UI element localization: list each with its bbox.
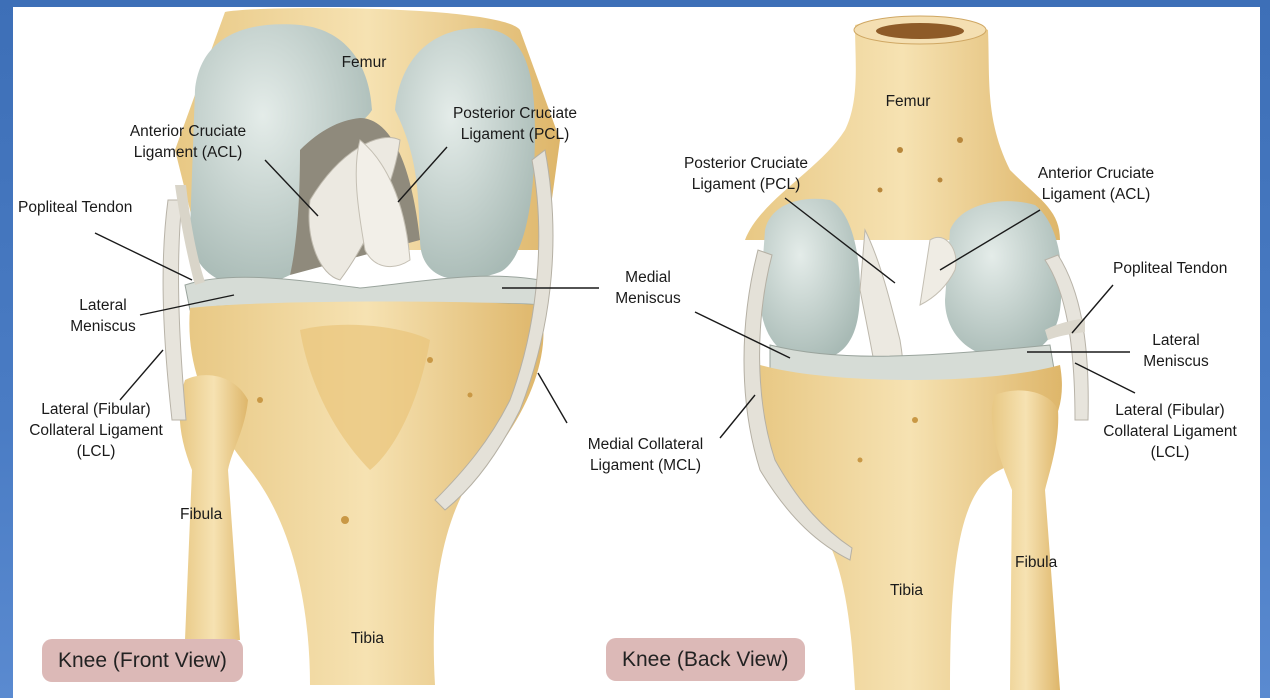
label-front-pcl-line1: Posterior Cruciate	[425, 103, 605, 124]
label-front-acl-line1: Anterior Cruciate	[103, 121, 273, 142]
label-front-fibula: Fibula	[180, 504, 222, 525]
label-front-lcl-line3: (LCL)	[16, 441, 176, 462]
label-front-mcl: Medial Collateral Ligament (MCL)	[568, 434, 723, 476]
label-back-lcl-line2: Collateral Ligament	[1090, 421, 1250, 442]
label-back-pcl: Posterior Cruciate Ligament (PCL)	[661, 153, 831, 195]
label-front-lateral-meniscus: Lateral Meniscus	[53, 295, 153, 337]
label-back-fibula: Fibula	[1015, 552, 1057, 573]
leader-front-mcl	[538, 373, 567, 423]
label-back-pcl-line1: Posterior Cruciate	[661, 153, 831, 174]
label-back-lateral-meniscus-line1: Lateral	[1131, 330, 1221, 351]
label-front-lcl-line2: Collateral Ligament	[16, 420, 176, 441]
label-back-lateral-meniscus: Lateral Meniscus	[1131, 330, 1221, 372]
label-front-femur: Femur	[334, 52, 394, 73]
label-front-lcl-line1: Lateral (Fibular)	[16, 399, 176, 420]
label-front-medial-meniscus-line2: Meniscus	[603, 288, 693, 309]
label-front-tibia: Tibia	[351, 628, 384, 649]
label-back-acl-line1: Anterior Cruciate	[1016, 163, 1176, 184]
label-front-mcl-line2: Ligament (MCL)	[568, 455, 723, 476]
label-front-acl: Anterior Cruciate Ligament (ACL)	[103, 121, 273, 163]
label-front-pcl: Posterior Cruciate Ligament (PCL)	[425, 103, 605, 145]
label-front-lcl: Lateral (Fibular) Collateral Ligament (L…	[16, 399, 176, 462]
label-front-medial-meniscus: Medial Meniscus	[603, 267, 693, 309]
slide: Femur Anterior Cruciate Ligament (ACL) P…	[13, 7, 1260, 698]
label-front-acl-line2: Ligament (ACL)	[103, 142, 273, 163]
label-back-pcl-line2: Ligament (PCL)	[661, 174, 831, 195]
label-back-acl: Anterior Cruciate Ligament (ACL)	[1016, 163, 1176, 205]
leader-front-lcl	[120, 350, 163, 400]
label-back-lcl: Lateral (Fibular) Collateral Ligament (L…	[1090, 400, 1250, 463]
label-front-pcl-line2: Ligament (PCL)	[425, 124, 605, 145]
label-back-acl-line2: Ligament (ACL)	[1016, 184, 1176, 205]
label-back-lcl-line3: (LCL)	[1090, 442, 1250, 463]
knee-anatomy-illustration	[13, 7, 1260, 698]
label-front-mcl-line1: Medial Collateral	[568, 434, 723, 455]
label-back-popliteal-tendon: Popliteal Tendon	[1113, 258, 1227, 279]
label-back-femur: Femur	[878, 91, 938, 112]
label-front-lateral-meniscus-line2: Meniscus	[53, 316, 153, 337]
label-front-medial-meniscus-line1: Medial	[603, 267, 693, 288]
label-back-lcl-line1: Lateral (Fibular)	[1090, 400, 1250, 421]
label-back-lateral-meniscus-line2: Meniscus	[1131, 351, 1221, 372]
caption-back-view: Knee (Back View)	[606, 638, 805, 681]
label-back-tibia: Tibia	[890, 580, 923, 601]
label-front-lateral-meniscus-line1: Lateral	[53, 295, 153, 316]
caption-front-view: Knee (Front View)	[42, 639, 243, 682]
label-front-popliteal-tendon: Popliteal Tendon	[18, 197, 132, 218]
